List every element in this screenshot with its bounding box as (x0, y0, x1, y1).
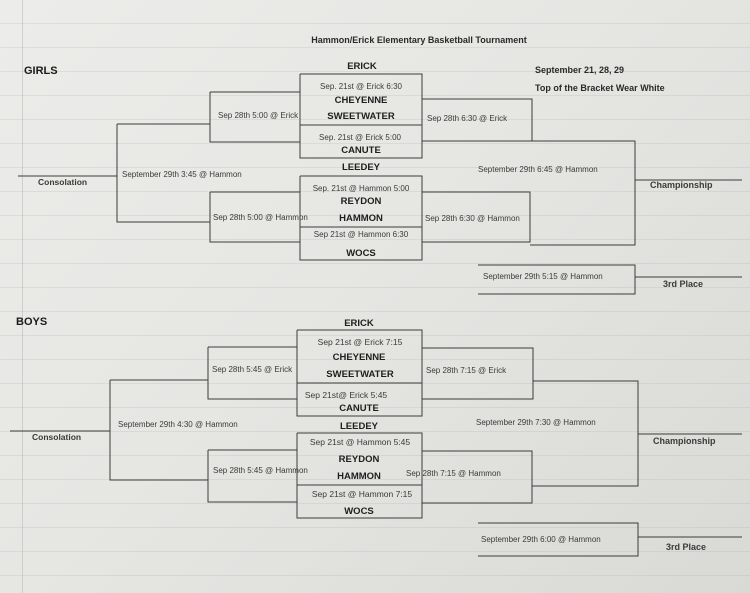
girls-r1-game-1: Sep. 21st @ Erick 6:30 (320, 82, 402, 91)
boys-semi-right-bottom (422, 450, 533, 504)
uniform-note: Top of the Bracket Wear White (535, 83, 665, 93)
tournament-dates: September 21, 28, 29 (535, 65, 625, 75)
girls-championship-game: September 29th 6:45 @ Hammon (478, 165, 598, 174)
boys-semi-left-top (207, 346, 297, 400)
boys-consolation-label: Consolation (32, 432, 82, 442)
boys-team-8: WOCS (344, 506, 374, 517)
girls-championship-label: Championship (650, 180, 713, 190)
girls-consolation-label: Consolation (38, 177, 88, 187)
boys-semi-right-game-2: Sep 28th 7:15 @ Hammon (406, 469, 501, 478)
boys-r1-game-1: Sep 21st @ Erick 7:15 (317, 337, 403, 347)
girls-team-2: CHEYENNE (334, 95, 388, 106)
girls-consolation-game: September 29th 3:45 @ Hammon (122, 170, 242, 179)
boys-semi-left-game-1: Sep 28th 5:45 @ Erick (212, 365, 293, 374)
girls-semi-left-game-2: Sep 28th 5:00 @ Hammon (213, 213, 308, 222)
girls-r1-box-3 (299, 175, 423, 227)
girls-semi-right-game-1: Sep 28th 6:30 @ Erick (427, 114, 508, 123)
girls-r1-box-1 (299, 73, 423, 125)
girls-semi-left-game-1: Sep 28th 5:00 @ Erick (218, 111, 299, 120)
girls-team-1: ERICK (347, 61, 377, 72)
boys-third-place-label: 3rd Place (666, 542, 707, 552)
boys-team-3: SWEETWATER (326, 369, 394, 380)
girls-championship-bracket (530, 140, 742, 246)
girls-team-7: HAMMON (339, 213, 383, 224)
boys-team-6: REYDON (338, 454, 380, 465)
tournament-title: Hammon/Erick Elementary Basketball Tourn… (311, 35, 527, 45)
girls-team-4: CANUTE (341, 145, 381, 156)
boys-team-4: CANUTE (339, 403, 379, 414)
girls-team-3: SWEETWATER (327, 111, 395, 122)
boys-consolation-bracket (10, 379, 208, 481)
boys-championship-bracket (532, 380, 742, 487)
boys-r1-box-1 (296, 329, 423, 383)
boys-semi-left-game-2: Sep 28th 5:45 @ Hammon (213, 466, 308, 475)
boys-semi-right-game-1: Sep 28th 7:15 @ Erick (426, 366, 507, 375)
boys-team-2: CHEYENNE (332, 352, 386, 363)
girls-semi-right-top (422, 98, 533, 142)
boys-team-7: HAMMON (337, 471, 381, 482)
boys-r1-game-4: Sep 21st @ Hammon 7:15 (311, 489, 413, 499)
girls-semi-right-bottom (422, 191, 531, 243)
girls-heading: GIRLS (24, 65, 58, 77)
boys-third-place-game: September 29th 6:00 @ Hammon (481, 535, 601, 544)
girls-semi-right-game-2: Sep 28th 6:30 @ Hammon (425, 214, 520, 223)
girls-semi-left-bottom (209, 191, 300, 243)
girls-semi-left-top (209, 91, 300, 143)
boys-semi-right-top (422, 347, 534, 400)
boys-heading: BOYS (16, 316, 48, 328)
boys-championship-label: Championship (653, 436, 716, 446)
girls-third-place-bracket (478, 264, 742, 295)
girls-r1-game-2: Sep. 21st @ Erick 5:00 (319, 133, 401, 142)
boys-r1-box-3 (296, 432, 423, 485)
boys-consolation-game: September 29th 4:30 @ Hammon (118, 420, 238, 429)
girls-team-8: WOCS (346, 248, 376, 259)
boys-r1-game-3: Sep 21st @ Hammon 5:45 (309, 437, 411, 447)
girls-team-6: REYDON (340, 196, 382, 207)
boys-team-5: LEEDEY (339, 421, 379, 432)
boys-r1-game-2: Sep 21st@ Erick 5:45 (304, 390, 388, 400)
boys-championship-game: September 29th 7:30 @ Hammon (476, 418, 596, 427)
girls-team-5: LEEDEY (341, 162, 381, 173)
girls-consolation-bracket (18, 123, 210, 223)
boys-third-place-bracket (478, 522, 742, 557)
girls-third-place-label: 3rd Place (663, 279, 704, 289)
boys-semi-left-bottom (207, 449, 297, 503)
girls-r1-game-4: Sep 21st @ Hammon 6:30 (313, 230, 409, 239)
boys-team-1: ERICK (344, 318, 374, 329)
girls-third-place-game: September 29th 5:15 @ Hammon (483, 272, 603, 281)
girls-r1-game-3: Sep. 21st @ Hammon 5:00 (312, 184, 410, 193)
margin-line (22, 0, 23, 593)
girls-r1-box-4 (299, 226, 423, 261)
